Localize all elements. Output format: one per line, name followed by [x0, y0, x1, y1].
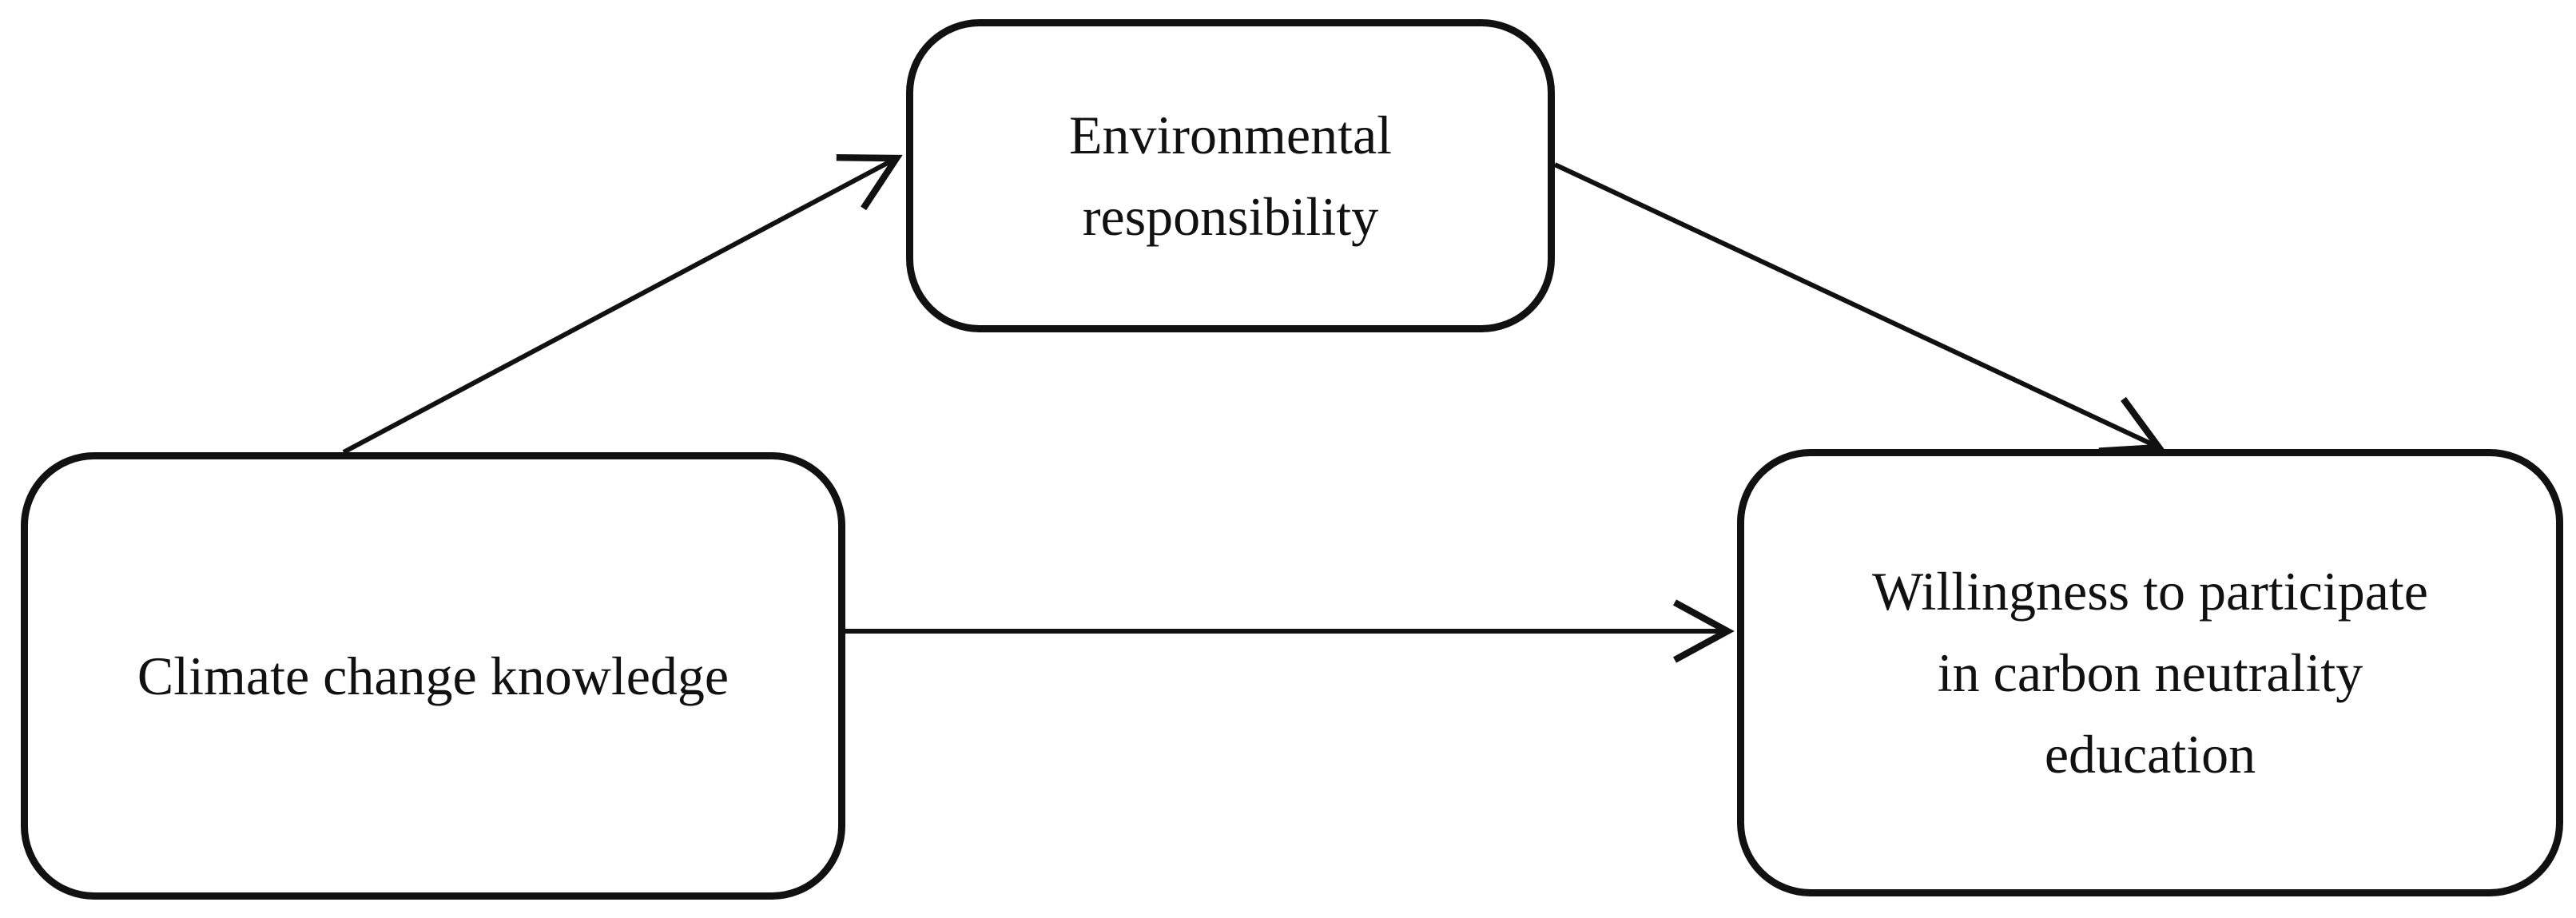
node-label: Climate change knowledge: [137, 646, 729, 706]
node-environmental-responsibility: Environmental responsibility: [906, 19, 1555, 332]
node-willingness-to-participate: Willingness to participate in carbon neu…: [1737, 449, 2563, 896]
arrow-responsibility-to-willingness: [1553, 162, 2165, 455]
arrow-knowledge-to-responsibility: [342, 154, 903, 455]
node-label: Environmental responsibility: [1068, 105, 1393, 247]
node-climate-change-knowledge: Climate change knowledge: [21, 452, 845, 900]
node-label: Willingness to participate in carbon neu…: [1872, 561, 2428, 785]
